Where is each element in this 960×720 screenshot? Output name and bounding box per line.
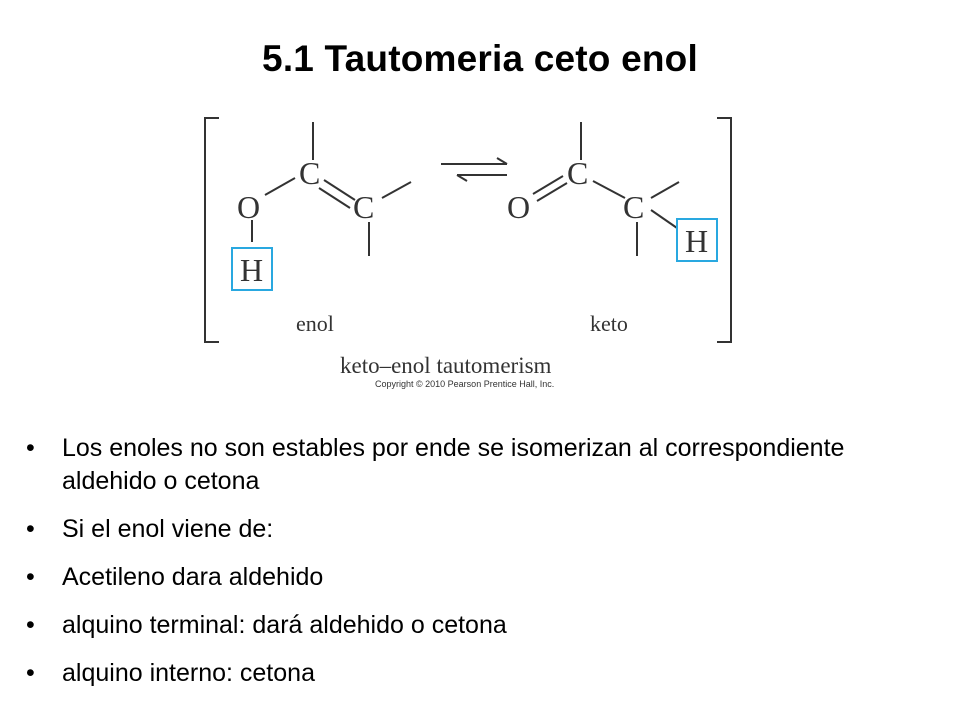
keto-c2-right-bond: [650, 181, 680, 199]
keto-hydrogen: H: [685, 223, 708, 259]
figure-caption: keto–enol tautomerism: [340, 353, 552, 378]
enol-oxygen: O: [237, 189, 260, 225]
enol-carbon-2: C: [353, 189, 374, 225]
enol-carbon-1: C: [299, 155, 320, 191]
bullet-text: alquino interno: cetona: [62, 659, 315, 687]
keto-carbon-1: C: [567, 155, 588, 191]
right-bracket: [717, 117, 732, 343]
enol-double-bond-b: [318, 187, 351, 209]
enol-hydrogen: H: [240, 252, 263, 288]
reverse-arrow-head: [456, 174, 468, 182]
enol-label: enol: [296, 311, 334, 336]
keto-double-bond-b: [536, 182, 568, 202]
enol-double-bond-a: [323, 179, 356, 201]
keto-c2-h-bond: [650, 209, 678, 229]
slide-title: 5.1 Tautomeria ceto enol: [262, 38, 698, 79]
enol-h-highlight-box: [231, 247, 273, 291]
keto-enol-figure: C C O H C C O H enol keto keto–enol taut…: [195, 110, 755, 400]
keto-enol-diagram: C C O H C C O H enol keto keto–enol taut…: [204, 117, 732, 389]
bullet-marker: •: [26, 659, 35, 687]
keto-oxygen: O: [507, 189, 530, 225]
left-bracket: [204, 117, 219, 343]
bullet-marker: •: [26, 563, 35, 591]
bullet-marker: •: [26, 434, 35, 462]
enol-c1-o-bond: [264, 177, 296, 196]
bullet-item: • alquino interno: cetona: [26, 657, 926, 690]
forward-arrow-head: [496, 157, 508, 165]
bullet-text: Acetileno dara aldehido: [62, 563, 324, 591]
bullet-item: • Acetileno dara aldehido: [26, 561, 926, 594]
bullet-item: • Si el enol viene de:: [26, 513, 926, 546]
enol-c2-right-bond: [381, 181, 412, 199]
keto-h-highlight-box: [676, 218, 718, 262]
bullet-marker: •: [26, 515, 35, 543]
copyright-notice: Copyright © 2010 Pearson Prentice Hall, …: [375, 379, 554, 389]
bullet-text: alquino terminal: dará aldehido o cetona: [62, 611, 507, 639]
keto-label: keto: [590, 311, 628, 336]
bullet-marker: •: [26, 611, 35, 639]
bullet-item: • Los enoles no son estables por ende se …: [26, 432, 926, 498]
bullet-list: • Los enoles no son estables por ende se …: [26, 432, 926, 705]
bullet-text: Si el enol viene de:: [62, 515, 274, 543]
bullet-text: Los enoles no son estables por ende se i…: [62, 434, 845, 495]
keto-c1-c2-bond: [592, 180, 626, 199]
keto-double-bond-a: [532, 175, 564, 195]
bullet-item: • alquino terminal: dará aldehido o ceton…: [26, 609, 926, 642]
keto-carbon-2: C: [623, 189, 644, 225]
